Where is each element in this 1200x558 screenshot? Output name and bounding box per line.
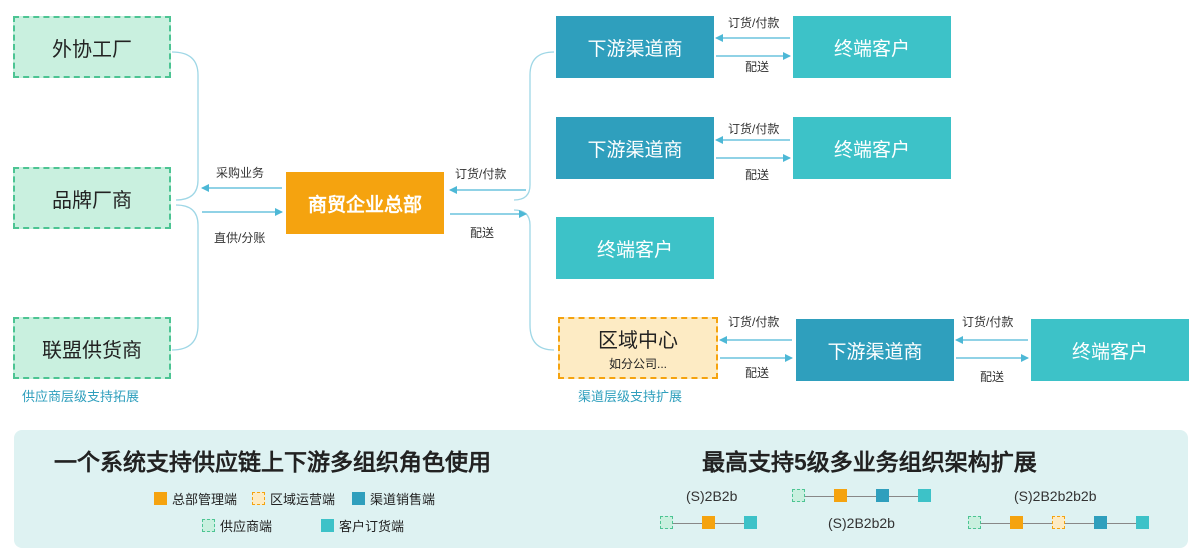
- legend-label: 供应商端: [220, 519, 273, 534]
- legend-label: 区域运营端: [270, 492, 336, 507]
- legend-swatch-supplier: [202, 519, 215, 532]
- legend-label: 客户订货端: [339, 519, 405, 534]
- customer-label: 终端客户: [833, 38, 910, 60]
- hq-label: 商贸企业总部: [307, 194, 422, 216]
- hq-node: 商贸企业总部: [286, 172, 444, 234]
- pair-delivery-label: 配送: [745, 168, 770, 182]
- channel-node-2: 下游渠道商: [556, 117, 714, 179]
- delivery-label: 配送: [470, 226, 495, 240]
- chain-node-supplier: [792, 489, 805, 502]
- pair-order-label: 订货/付款: [728, 315, 780, 329]
- legend-swatch-hq: [154, 492, 167, 505]
- order-label: 订货/付款: [455, 167, 507, 181]
- region-title: 区域中心: [598, 330, 678, 352]
- legend-region: 区域运营端: [252, 489, 335, 508]
- supplier-brand-manufacturer: 品牌厂商: [13, 167, 171, 229]
- region-center-node: 区域中心 如分公司...: [558, 317, 718, 379]
- channel-caption: 渠道层级支持扩展: [578, 389, 683, 404]
- connector-lines: [171, 34, 1029, 362]
- chain-node-supplier: [968, 516, 981, 529]
- customer-label: 终端客户: [1071, 341, 1148, 363]
- customer-node-direct: 终端客户: [556, 217, 714, 279]
- customer-label: 终端客户: [833, 139, 910, 161]
- legend-hq: 总部管理端: [154, 489, 237, 508]
- chain-node-hq: [1010, 516, 1023, 529]
- supplier-alliance: 联盟供货商: [13, 317, 171, 379]
- legend-swatch-channel: [352, 492, 365, 505]
- channel-label: 下游渠道商: [587, 38, 683, 60]
- chain-node-hq: [834, 489, 847, 502]
- supplier-label: 联盟供货商: [42, 339, 142, 362]
- supplier-external-factory: 外协工厂: [13, 16, 171, 78]
- chain-node-customer: [744, 516, 757, 529]
- legend-label: 总部管理端: [172, 492, 238, 507]
- legend-label: 渠道销售端: [370, 492, 436, 507]
- pair-delivery-label: 配送: [980, 370, 1005, 384]
- customer-label: 终端客户: [596, 239, 673, 261]
- supplier-label: 外协工厂: [52, 38, 132, 61]
- chain-label-2: (S)2B2b2b: [828, 515, 895, 531]
- pair-order-label: 订货/付款: [962, 315, 1014, 329]
- channel-bracket: [513, 51, 555, 201]
- channel-node-1: 下游渠道商: [556, 16, 714, 78]
- chain-label-1: (S)2B2b: [686, 488, 738, 504]
- supplier-caption: 供应商层级支持拓展: [22, 389, 140, 404]
- panel-right-title: 最高支持5级多业务组织架构扩展: [702, 449, 1037, 475]
- legend-channel: 渠道销售端: [352, 489, 435, 508]
- chain-node-channel: [876, 489, 889, 502]
- customer-node-1: 终端客户: [793, 16, 951, 78]
- panel-left-title: 一个系统支持供应链上下游多组织角色使用: [54, 449, 491, 475]
- channel-node-3: 下游渠道商: [796, 319, 954, 381]
- customer-node-2: 终端客户: [793, 117, 951, 179]
- chain-node-supplier: [660, 516, 673, 529]
- legend-supplier: 供应商端: [202, 516, 272, 535]
- region-subtitle: 如分公司...: [608, 357, 667, 371]
- chain-diagram-2: [792, 489, 932, 503]
- pair-order-label: 订货/付款: [728, 122, 780, 136]
- legend-swatch-customer: [321, 519, 334, 532]
- channel-bracket-bottom: [513, 209, 555, 351]
- purchase-label: 采购业务: [216, 166, 265, 180]
- channel-label: 下游渠道商: [587, 139, 683, 161]
- supplier-bracket: [171, 51, 199, 201]
- pair-delivery-label: 配送: [745, 366, 770, 380]
- pair-delivery-label: 配送: [745, 60, 770, 74]
- chain-node-channel: [1094, 516, 1107, 529]
- legend-swatch-region: [252, 492, 265, 505]
- chain-node-customer: [918, 489, 931, 502]
- chain-diagram-1: [660, 516, 758, 530]
- chain-diagram-3: [968, 516, 1150, 530]
- supply-label: 直供/分账: [214, 231, 266, 245]
- channel-label: 下游渠道商: [827, 341, 923, 363]
- pair-order-label: 订货/付款: [728, 16, 780, 30]
- customer-node-3: 终端客户: [1031, 319, 1189, 381]
- legend-customer: 客户订货端: [321, 516, 404, 535]
- supplier-label: 品牌厂商: [52, 189, 132, 212]
- chain-node-region: [1052, 516, 1065, 529]
- chain-node-customer: [1136, 516, 1149, 529]
- chain-label-3: (S)2B2b2b2b: [1014, 488, 1097, 504]
- chain-node-hq: [702, 516, 715, 529]
- supplier-bracket-bottom: [171, 204, 199, 351]
